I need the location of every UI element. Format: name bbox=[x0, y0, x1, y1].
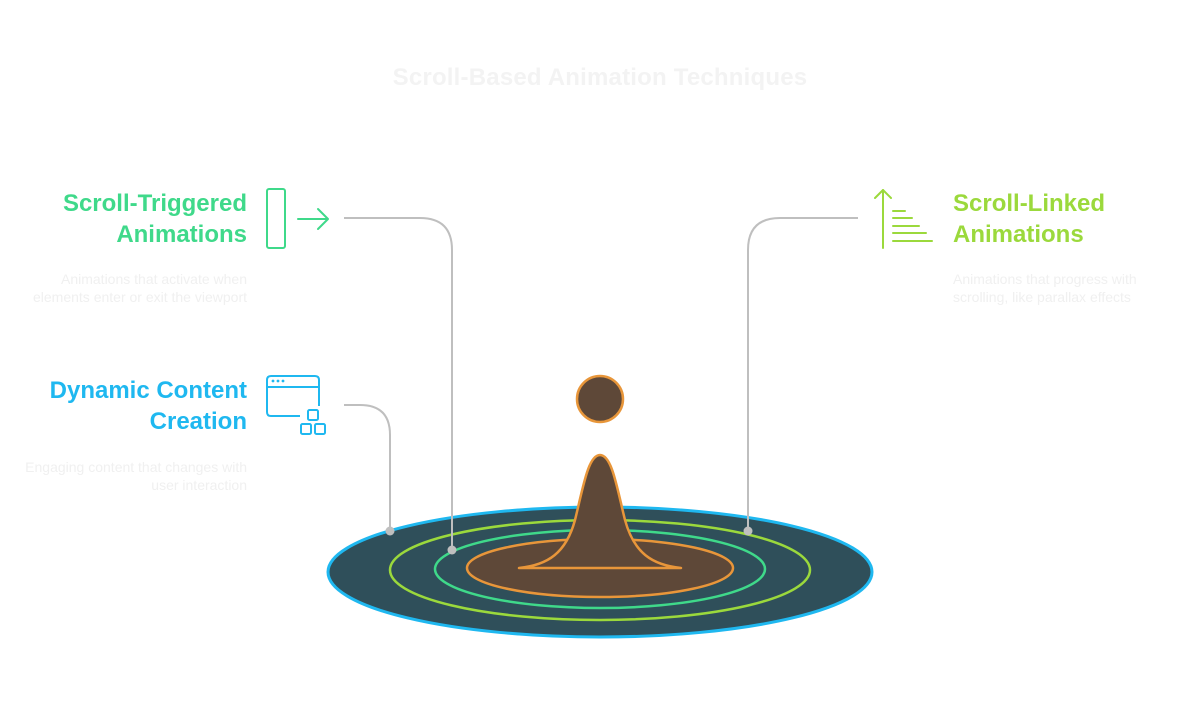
window-blocks-icon bbox=[266, 375, 326, 435]
scroll-triggered-heading-line2: Animations bbox=[116, 221, 247, 248]
scroll-triggered-heading-line1: Scroll-Triggered bbox=[62, 190, 247, 217]
connector-scroll-linked bbox=[747, 217, 858, 531]
page-title: Scroll-Based Animation Techniques bbox=[392, 64, 808, 91]
connector-dot-scroll-linked bbox=[743, 526, 753, 536]
connector-dot-scroll-triggered bbox=[447, 545, 457, 555]
connector-dot-dynamic-content bbox=[385, 526, 395, 536]
connector-scroll-triggered bbox=[344, 217, 453, 550]
connector-dynamic-content bbox=[344, 404, 391, 531]
scroll-linked-heading: Scroll-Linked Animations bbox=[953, 188, 1105, 250]
phone-arrow-icon bbox=[266, 188, 329, 249]
dynamic-content-heading: Dynamic Content Creation bbox=[50, 375, 247, 437]
scroll-progress-icon bbox=[874, 189, 933, 249]
dynamic-content-heading-line1: Dynamic Content bbox=[49, 377, 247, 404]
splash-peak bbox=[517, 453, 683, 570]
scroll-linked-description: Animations that progress with scrolling,… bbox=[953, 271, 1137, 305]
scroll-triggered-description: Animations that activate when elements e… bbox=[33, 271, 247, 305]
scroll-linked-heading-line1: Scroll-Linked bbox=[953, 190, 1106, 217]
dynamic-content-heading-line2: Creation bbox=[149, 408, 247, 435]
scroll-triggered-heading: Scroll-Triggered Animations bbox=[63, 188, 247, 250]
dynamic-content-description: Engaging content that changes with user … bbox=[25, 459, 247, 493]
scroll-linked-heading-line2: Animations bbox=[953, 221, 1084, 248]
droplet bbox=[575, 374, 625, 424]
